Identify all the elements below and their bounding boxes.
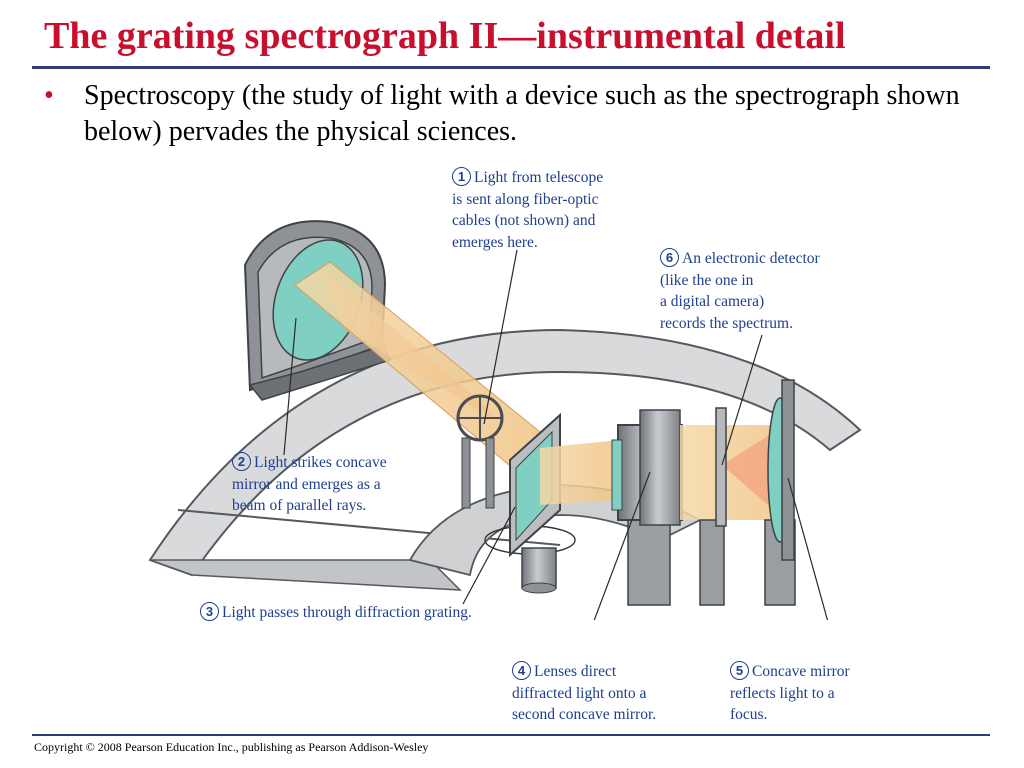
footer-divider: [32, 734, 990, 736]
lens-glass: [611, 439, 623, 511]
mirror-2-frame: [781, 379, 795, 561]
detector: [715, 407, 727, 527]
callout-5-line-1: Concave mirror: [752, 663, 850, 680]
callout-4-line-3: second concave mirror.: [512, 706, 657, 723]
callout-1-line-2: is sent along fiber-optic: [452, 190, 599, 208]
base-arc-lower: [149, 559, 462, 591]
callout-2-line-3: beam of parallel rays.: [232, 497, 367, 514]
callout-1-number: 1: [452, 167, 471, 186]
grating-post: [521, 547, 557, 589]
bullet-text: Spectroscopy (the study of light with a …: [84, 80, 960, 147]
callout-5-line-3: focus.: [730, 706, 768, 723]
callout-4-line-2: diffracted light onto a: [512, 684, 647, 702]
leader-2: [283, 317, 297, 456]
lens-assembly-base: [627, 514, 671, 606]
leader-3: [462, 506, 516, 605]
callout-6-line-3: a digital camera): [660, 293, 765, 310]
leader-4: [593, 471, 651, 620]
callout-6-line-4: records the spectrum.: [660, 314, 793, 332]
diffracted-beam: [540, 440, 620, 505]
copyright-notice: Copyright © 2008 Pearson Education Inc.,…: [34, 740, 429, 754]
detector-base: [699, 519, 725, 606]
callout-4-line-1: Lenses direct: [534, 663, 617, 680]
leader-5: [787, 477, 829, 620]
callout-5-number: 5: [730, 661, 749, 680]
callout-2-line-1: Light strikes concave: [254, 454, 387, 471]
callout-6-number: 6: [660, 248, 679, 267]
callout-2-line-2: mirror and emerges as a: [232, 475, 381, 493]
callout-2-number: 2: [232, 452, 251, 471]
slide-title: The grating spectrograph II—instrumental…: [44, 15, 846, 57]
bullet-dot: •: [44, 80, 54, 111]
leader-6: [721, 334, 763, 466]
callout-6-line-1: An electronic detector: [682, 250, 820, 267]
callout-3-line-1: Light passes through diffraction grating…: [222, 604, 472, 621]
fiber-holder-post: [461, 437, 471, 509]
base-strut: [177, 509, 561, 546]
callout-1-line-4: emerges here.: [452, 233, 538, 251]
callout-5-line-2: reflects light to a: [730, 684, 835, 702]
leader-lines: [283, 249, 829, 620]
callout-3-number: 3: [200, 602, 219, 621]
leader-1: [483, 249, 518, 425]
callout-6-line-2: (like the one in: [660, 271, 754, 289]
spectrograph-diagram: [148, 220, 862, 620]
title-divider: [32, 66, 990, 69]
callout-1-line-1: Light from telescope: [474, 169, 604, 186]
callout-1-line-3: cables (not shown) and: [452, 212, 596, 229]
callout-4-number: 4: [512, 661, 531, 680]
